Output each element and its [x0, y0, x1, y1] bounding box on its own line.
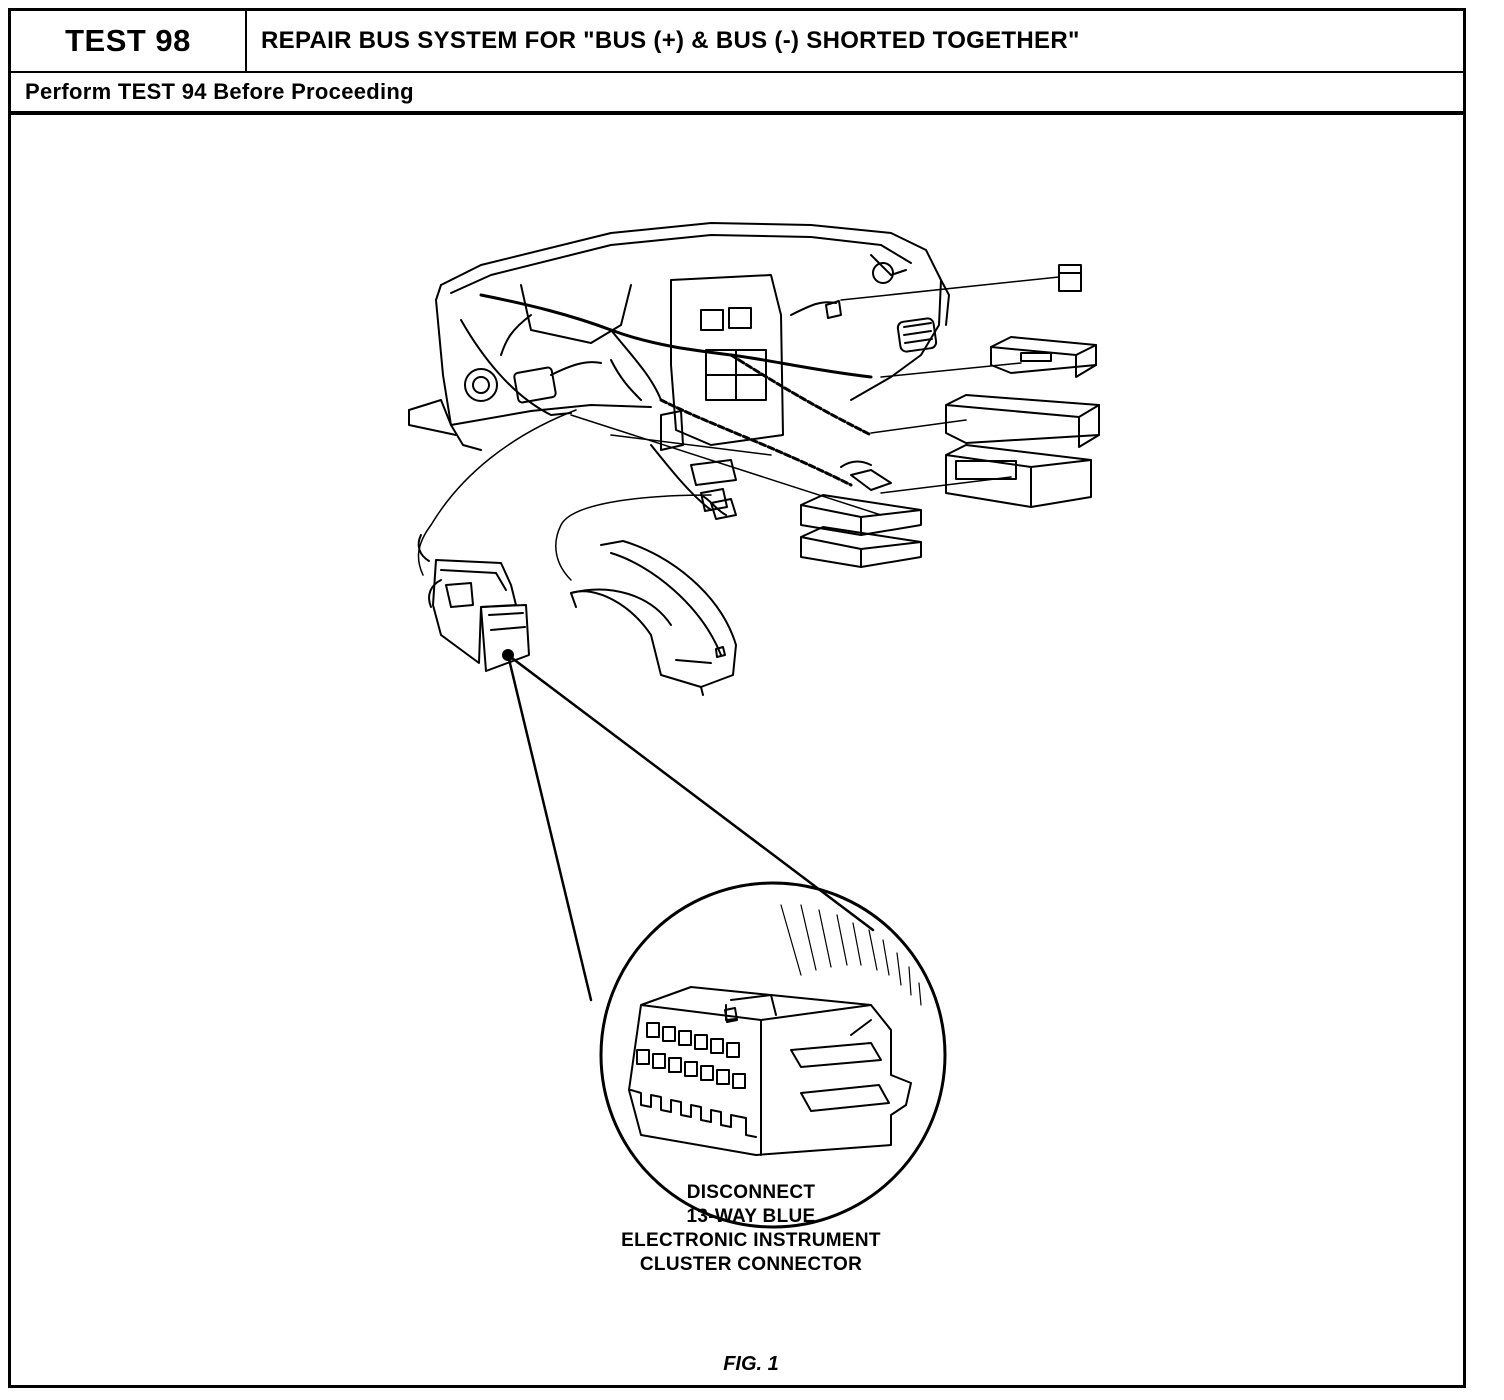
prerequisite-note: Perform TEST 94 Before Proceeding [11, 73, 1463, 115]
callout-line-1: DISCONNECT [686, 1182, 816, 1203]
electronic-modules [700, 264, 1100, 568]
dashboard-wiring-illustration [408, 222, 1100, 1229]
figure-area: DISCONNECT 13-WAY BLUE ELECTRONIC INSTRU… [11, 115, 1463, 1385]
page-frame: TEST 98 REPAIR BUS SYSTEM FOR "BUS (+) &… [8, 8, 1466, 1388]
test-number: TEST 98 [11, 11, 247, 71]
connector-detail-magnified [599, 881, 947, 1229]
callout-line-3: ELECTRONIC INSTRUMENT [621, 1230, 881, 1251]
test-title: REPAIR BUS SYSTEM FOR "BUS (+) & BUS (-)… [261, 27, 1080, 54]
callout-line-2: 13-WAY BLUE [686, 1206, 816, 1227]
instrument-panel-drawing [408, 222, 950, 516]
callout-line-4: CLUSTER CONNECTOR [639, 1254, 863, 1275]
zoom-callout-lines [506, 653, 875, 1002]
instrument-cluster-drawing [417, 409, 737, 696]
header-row: TEST 98 REPAIR BUS SYSTEM FOR "BUS (+) &… [11, 11, 1463, 73]
figure-caption: FIG. 1 [723, 1353, 779, 1375]
disconnect-instruction: DISCONNECT 13-WAY BLUE ELECTRONIC INSTRU… [551, 1181, 951, 1277]
